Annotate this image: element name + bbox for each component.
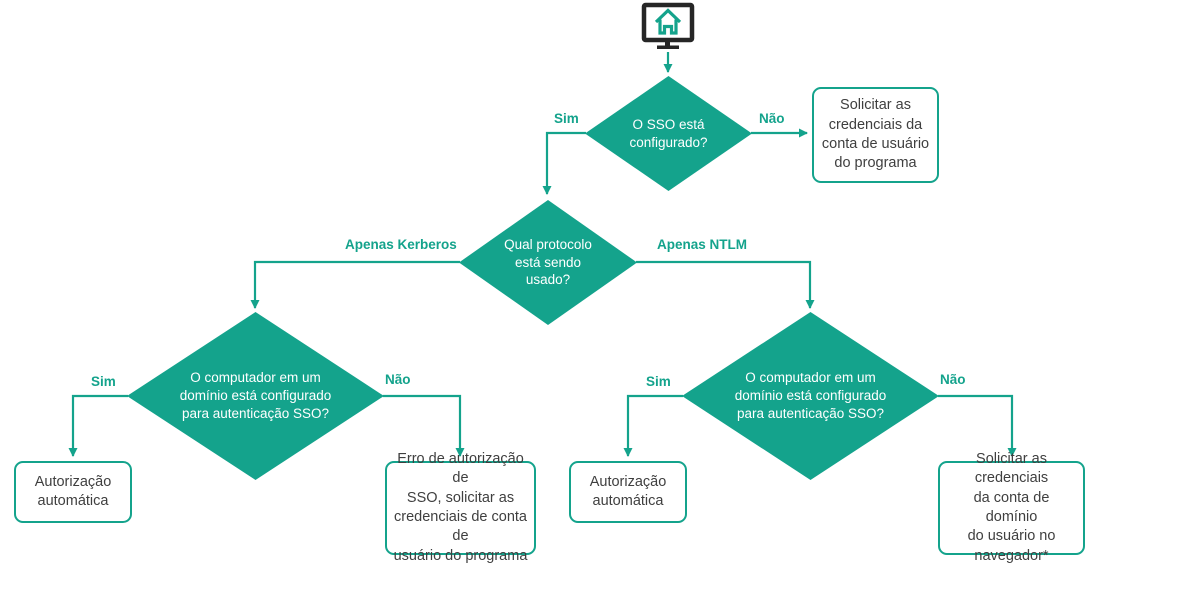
edge-ntlm-yes [623, 394, 683, 457]
decision-kerberos-domain-sso-label: O computador em um domínio está configur… [179, 370, 332, 421]
edge-label-sso-yes: Sim [554, 111, 579, 126]
edge-label-ntlm-no: Não [940, 372, 966, 387]
result-browser-credentials-label: Solicitar as credenciais da conta de dom… [967, 451, 1056, 564]
edge-kerberos-yes [68, 394, 128, 457]
result-auto-auth-kerberos-label: Autorização automática [34, 473, 112, 509]
edge-protocol-kerberos [250, 260, 460, 309]
edge-sso-yes [542, 131, 586, 195]
decision-sso-configured-label: O SSO está configurado? [629, 116, 708, 150]
monitor-home-icon [638, 2, 698, 52]
decision-ntlm-domain-sso-label: O computador em um domínio está configur… [734, 370, 887, 421]
result-auto-auth-ntlm: Autorização automática [569, 461, 687, 523]
result-auto-auth-ntlm-label: Autorização automática [589, 473, 667, 509]
edge-label-ntlm: Apenas NTLM [657, 237, 748, 252]
result-sso-error: Erro de autorização de SSO, solicitar as… [385, 451, 536, 564]
edge-ntlm-no [938, 394, 1017, 457]
edge-kerberos-no [383, 394, 465, 457]
edge-label-ntlm-yes: Sim [646, 374, 671, 389]
result-auto-auth-kerberos: Autorização automática [14, 461, 132, 523]
edge-label-sso-no: Não [759, 111, 785, 126]
edge-label-kerberos-no: Não [385, 372, 411, 387]
result-sso-error-label: Erro de autorização de SSO, solicitar as… [393, 451, 528, 564]
result-program-credentials-label: Solicitar as credenciais da conta de usu… [821, 97, 930, 172]
result-browser-credentials: Solicitar as credenciais da conta de dom… [938, 451, 1085, 564]
edge-protocol-ntlm [636, 260, 815, 309]
edge-label-kerberos: Apenas Kerberos [345, 237, 457, 252]
edge-label-kerberos-yes: Sim [91, 374, 116, 389]
decision-which-protocol-label: Qual protocolo está sendo usado? [504, 236, 592, 288]
result-program-credentials: Solicitar as credenciais da conta de usu… [812, 87, 939, 183]
